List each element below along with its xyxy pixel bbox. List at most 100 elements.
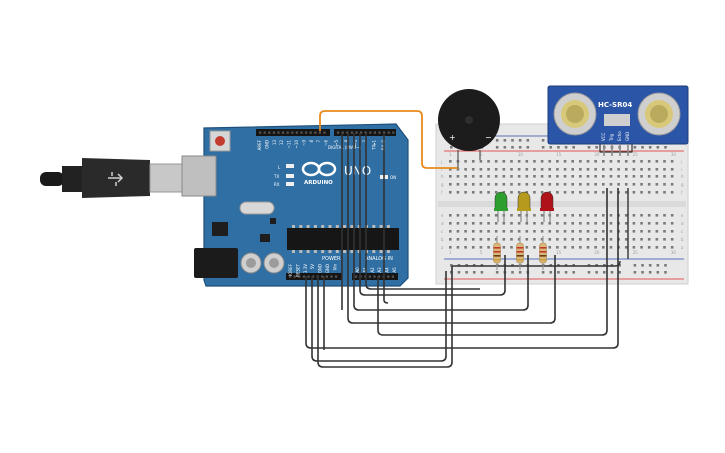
header-hole bbox=[302, 275, 305, 278]
breadboard-hole bbox=[449, 246, 452, 249]
breadboard-hole bbox=[449, 214, 452, 217]
breadboard-hole bbox=[540, 214, 544, 217]
breadboard-hole bbox=[517, 168, 521, 171]
breadboard-hole bbox=[449, 183, 452, 186]
rail-hole bbox=[557, 146, 560, 149]
breadboard-hole bbox=[517, 191, 521, 194]
chip-leg bbox=[313, 250, 317, 253]
led-yellow bbox=[517, 191, 531, 211]
breadboard-hole bbox=[479, 160, 483, 163]
rail-hole bbox=[518, 271, 522, 274]
header-hole bbox=[318, 131, 321, 134]
chip-leg bbox=[292, 225, 295, 228]
breadboard-hole bbox=[456, 238, 460, 241]
resistor-band bbox=[493, 259, 501, 261]
resistor-band bbox=[493, 251, 501, 253]
header-hole bbox=[321, 275, 324, 278]
breadboard-hole bbox=[502, 191, 506, 194]
breadboard-hole bbox=[487, 183, 490, 186]
breadboard-hole bbox=[479, 230, 483, 233]
wire-gnd bbox=[317, 266, 453, 368]
breadboard-hole bbox=[602, 214, 605, 217]
breadboard-hole bbox=[586, 222, 590, 225]
breadboard-hole bbox=[525, 246, 529, 249]
rail-hole bbox=[603, 271, 606, 274]
breadboard-hole bbox=[663, 183, 666, 186]
breadboard-hole bbox=[471, 191, 475, 194]
breadboard-hole bbox=[670, 222, 674, 225]
breadboard-hole bbox=[647, 246, 651, 249]
smd-chip bbox=[270, 218, 276, 224]
digital-pin-label: ~5 bbox=[334, 140, 339, 146]
header-hole bbox=[295, 131, 298, 134]
breadboard-hole bbox=[471, 214, 475, 217]
column-number: 5 bbox=[480, 152, 483, 157]
breadboard-hole bbox=[487, 160, 490, 163]
led-green bbox=[494, 191, 508, 211]
breadboard-hole bbox=[487, 175, 490, 178]
rail-hole bbox=[633, 271, 637, 274]
breadboard-hole bbox=[594, 168, 597, 171]
chip-leg bbox=[372, 225, 376, 228]
breadboard-hole bbox=[540, 175, 544, 178]
breadboard-hole bbox=[670, 214, 674, 217]
wire-sensor-trig bbox=[377, 188, 608, 336]
wire-gnd-rail bbox=[452, 260, 621, 267]
digital-label: DIGITAL (PWM~) bbox=[328, 145, 362, 150]
power-pin-label: Vin bbox=[332, 264, 337, 271]
breadboard-hole bbox=[510, 168, 513, 171]
led-l-indicator bbox=[286, 164, 294, 168]
breadboard-hole bbox=[617, 183, 620, 186]
usb-symbol-icon bbox=[108, 172, 124, 186]
breadboard-hole bbox=[579, 160, 582, 163]
breadboard-hole bbox=[571, 214, 574, 217]
breadboard-hole bbox=[494, 175, 498, 178]
chip-leg bbox=[372, 250, 376, 253]
breadboard-hole bbox=[563, 222, 567, 225]
header-hole bbox=[346, 131, 349, 134]
row-letter: d bbox=[681, 221, 684, 226]
breadboard-hole bbox=[548, 222, 552, 225]
breadboard-hole bbox=[579, 246, 582, 249]
digital-pin-label: 13 bbox=[272, 140, 277, 146]
power-pin-label: GND bbox=[318, 264, 323, 273]
breadboard-hole bbox=[533, 222, 536, 225]
breadboard-hole bbox=[502, 246, 506, 249]
breadboard-hole bbox=[487, 246, 490, 249]
breadboard-hole bbox=[655, 246, 659, 249]
breadboard-hole bbox=[579, 191, 582, 194]
breadboard-hole bbox=[449, 238, 452, 241]
chip-leg bbox=[379, 250, 383, 253]
breadboard-hole bbox=[494, 238, 498, 241]
buzzer-plus-label: + bbox=[449, 133, 456, 142]
row-letter: h bbox=[441, 174, 444, 179]
chip-leg bbox=[379, 225, 383, 228]
rail-hole bbox=[587, 146, 591, 149]
sensor-pin-label: Trig bbox=[609, 133, 614, 142]
sensor-pin-label: GND bbox=[625, 132, 630, 141]
breadboard-center-channel bbox=[438, 201, 686, 207]
resistor-band bbox=[539, 259, 547, 261]
header-hole bbox=[325, 275, 328, 278]
breadboard-hole bbox=[464, 191, 467, 194]
breadboard-hole bbox=[502, 222, 506, 225]
breadboard-hole bbox=[670, 191, 674, 194]
breadboard-hole bbox=[556, 160, 559, 163]
tx-label: TX bbox=[273, 174, 279, 179]
header-hole bbox=[383, 131, 386, 134]
breadboard-hole bbox=[479, 222, 483, 225]
breadboard-hole bbox=[464, 230, 467, 233]
breadboard-hole bbox=[510, 183, 513, 186]
breadboard-hole bbox=[632, 238, 636, 241]
chip-leg bbox=[299, 225, 303, 228]
breadboard-hole bbox=[602, 175, 605, 178]
breadboard-hole bbox=[540, 168, 544, 171]
smd-chip-2 bbox=[260, 234, 270, 242]
digital-pin-label: 4 bbox=[343, 140, 348, 143]
wire-buzzer-signal bbox=[319, 110, 458, 169]
wire-green-led bbox=[359, 133, 506, 296]
chip-leg bbox=[328, 250, 332, 253]
power-pin-label: 5V bbox=[310, 264, 315, 270]
